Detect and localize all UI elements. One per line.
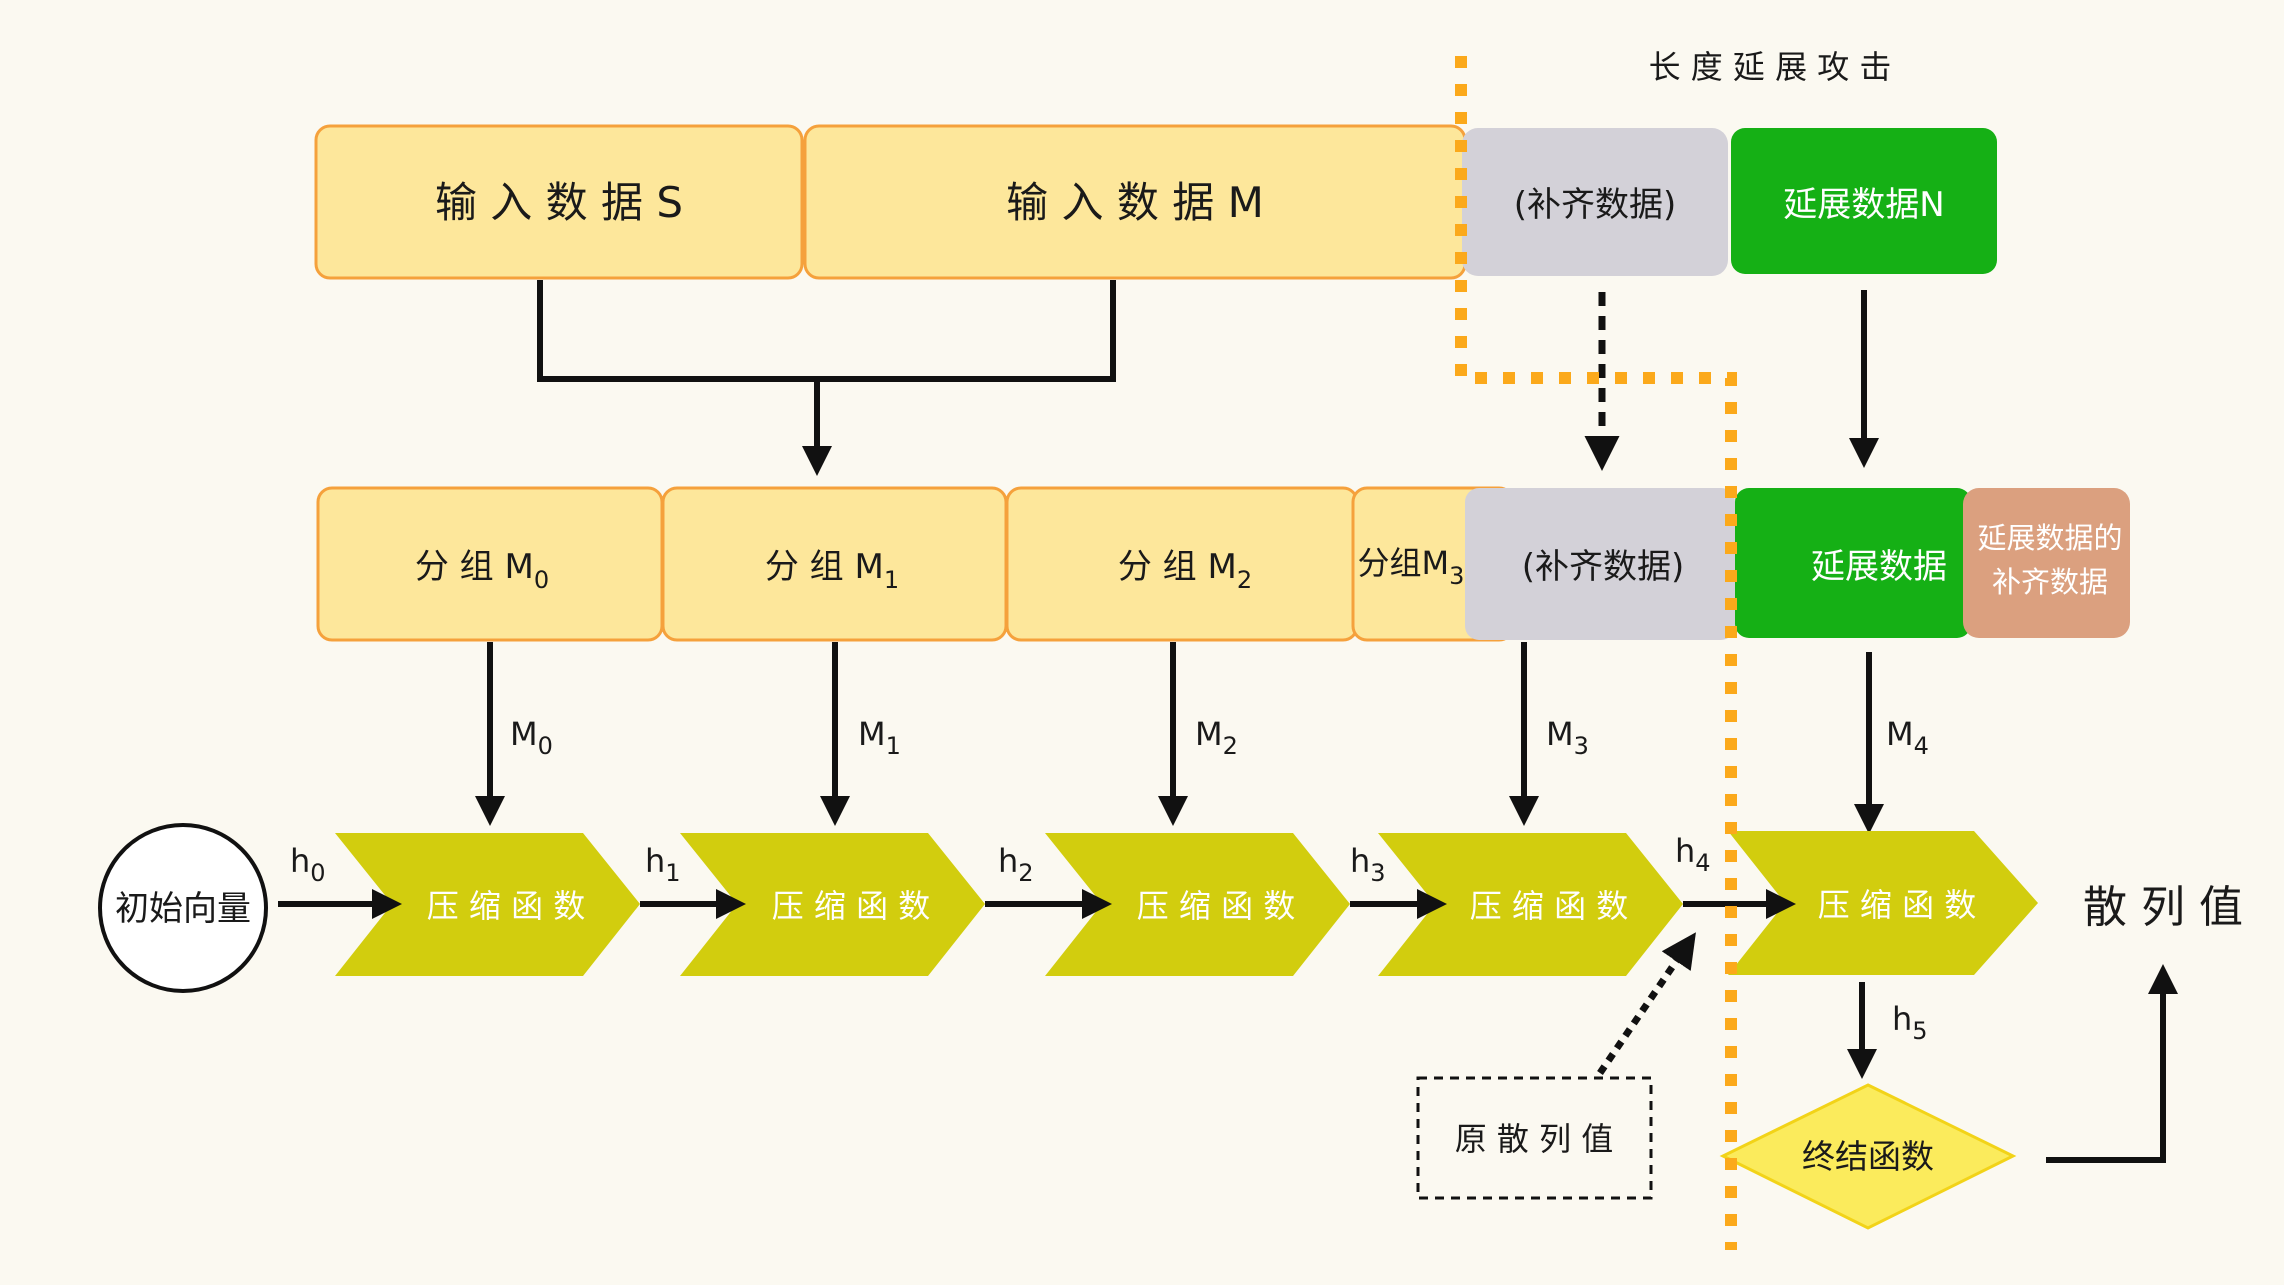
attack-boundary-line [1455,56,1737,1250]
block-m3-label: 分组M3 [1358,544,1465,590]
extension-padding-label-2: 补齐数据 [1992,565,2108,599]
h2-label: h2 [998,842,1034,887]
padding-data-box-block [1465,488,1735,640]
extension-data-n-box [1731,128,1997,274]
input-data-s-box [314,124,804,280]
original-hash-arrow [1597,932,1696,1075]
compress-fn-1-label: 压 缩 函 数 [427,887,586,925]
compress-fn-5-shape [1728,831,2038,975]
compress-fn-2-shape [680,833,985,976]
compress-fn-4-shape [1378,833,1683,976]
h3-label: h3 [1350,842,1386,887]
final-fn-diamond [1719,1083,2017,1230]
compress-fn-4-label: 压 缩 函 数 [1470,887,1629,925]
m4-label: M4 [1886,715,1929,760]
m3-label: M3 [1546,715,1589,760]
extension-padding-label-1: 延展数据的 [1977,521,2122,555]
extension-data-n-label: 延展数据N [1783,185,1944,225]
padding-data-label-block: (补齐数据) [1522,547,1685,587]
init-vector-label: 初始向量 [115,889,251,929]
h1-label: h1 [645,842,681,887]
input-data-s-label: 输 入 数 据 S [435,178,683,227]
compress-fn-5-label: 压 缩 函 数 [1818,886,1977,924]
final-fn-label: 终结函数 [1802,1137,1934,1176]
compress-fn-3-shape [1045,833,1350,976]
block-m1-label: 分 组 M1 [765,547,899,594]
hash-value-label: 散 列 值 [2083,882,2243,933]
m1-label: M1 [858,715,901,760]
compress-fn-1-shape [335,833,640,976]
original-hash-box [1416,1076,1653,1200]
original-hash-label: 原 散 列 值 [1455,1120,1614,1158]
compress-fn-2-label: 压 缩 函 数 [772,887,931,925]
extension-padding-box [1963,488,2130,638]
h0-label: h0 [290,842,326,887]
input-data-m-label: 输 入 数 据 M [1006,178,1264,227]
merge-bracket [537,280,1116,382]
padding-data-label-top: (补齐数据) [1514,185,1677,225]
block-m2-label: 分 组 M2 [1118,547,1252,594]
padding-data-box-top [1462,128,1728,276]
m2-label: M2 [1195,715,1238,760]
h4-label: h4 [1675,832,1711,877]
length-extension-attack-title: 长 度 延 展 攻 击 [1649,48,1892,86]
m0-label: M0 [510,715,553,760]
final-to-hash-arrow [2046,964,2178,1163]
h5-label: h5 [1892,1000,1928,1045]
extension-data-block-label: 延展数据 [1811,547,1947,587]
extension-data-block-box [1735,488,1971,638]
compress-fn-3-label: 压 缩 函 数 [1137,887,1296,925]
block-m0-label: 分 组 M0 [415,547,549,594]
init-vector-circle [98,823,268,993]
